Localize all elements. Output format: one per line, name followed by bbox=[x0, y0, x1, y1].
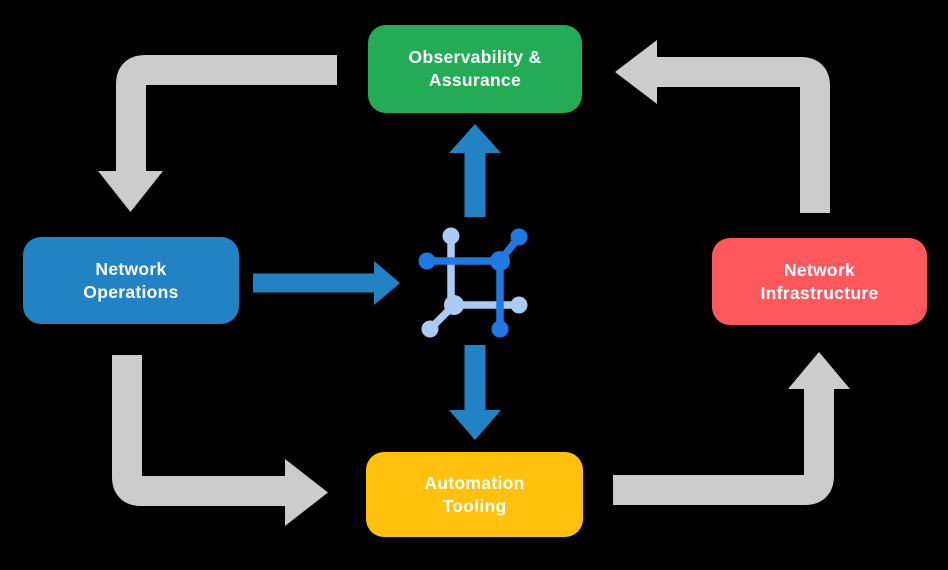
icon-ball-left bbox=[418, 252, 436, 270]
icon-ball-bottom-left bbox=[421, 320, 439, 338]
node-operations-label: Network Operations bbox=[83, 258, 179, 302]
arrowhead-center-to-automation bbox=[449, 410, 501, 440]
icon-ball-top bbox=[442, 227, 460, 245]
node-network-infrastructure: Network Infrastructure bbox=[712, 238, 927, 325]
icon-ball-bottom bbox=[491, 320, 509, 338]
icon-node-top-right bbox=[490, 251, 510, 271]
network-nodes-icon bbox=[418, 227, 528, 338]
icon-node-bottom-left bbox=[444, 295, 464, 315]
arrowhead-automation-to-infrastructure bbox=[788, 352, 850, 389]
arrow-observability-to-operations bbox=[116, 55, 337, 172]
arrowhead-operations-to-automation bbox=[285, 459, 328, 526]
arrowhead-infrastructure-to-observability bbox=[615, 40, 657, 104]
node-observability-label: Observability & Assurance bbox=[408, 47, 542, 90]
node-network-operations: Network Operations bbox=[23, 237, 239, 324]
arrow-automation-to-infrastructure bbox=[613, 389, 834, 505]
arrowhead-operations-to-center bbox=[374, 261, 400, 305]
node-infrastructure-label: Network Infrastructure bbox=[760, 259, 879, 303]
node-observability-assurance: Observability & Assurance bbox=[368, 25, 582, 113]
icon-ball-right bbox=[510, 296, 528, 314]
icon-ball-top-right bbox=[510, 228, 528, 246]
arrowhead-observability-to-operations bbox=[98, 171, 163, 212]
node-automation-label: Automation Tooling bbox=[424, 472, 525, 516]
node-automation-tooling: Automation Tooling bbox=[366, 452, 583, 537]
arrowhead-center-to-observability bbox=[449, 124, 501, 153]
arrow-infrastructure-to-observability bbox=[657, 57, 830, 213]
arrow-operations-to-automation bbox=[112, 355, 285, 506]
